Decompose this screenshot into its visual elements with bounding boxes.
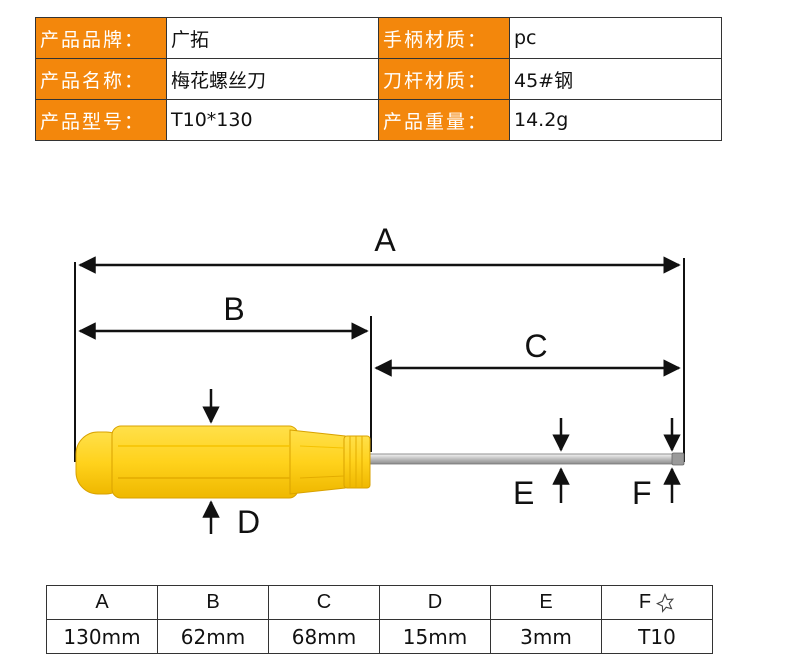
header-d: D [379, 585, 491, 620]
header-e: E [490, 585, 602, 620]
header-c: C [268, 585, 380, 620]
spec-row: 产品品牌： 广拓 手柄材质： pc [35, 17, 722, 59]
screwdriver-shaft [367, 453, 677, 465]
brand-key: 产品品牌： [35, 17, 167, 59]
dimension-b-label: B [223, 291, 244, 327]
dimension-d-label: D [237, 504, 260, 540]
shaft-material-value: 45#钢 [509, 58, 722, 100]
torx-tip [671, 452, 685, 466]
dimension-header-row: A B C D E F [46, 585, 713, 620]
value-e: 3mm [490, 619, 602, 654]
weight-value: 14.2g [509, 99, 722, 141]
model-key: 产品型号： [35, 99, 167, 141]
dimension-table: A B C D E F 130mm 62mm 68mm 15mm 3mm T10 [46, 585, 713, 654]
handle-material-value: pc [509, 17, 722, 59]
dimension-e-label: E [513, 475, 534, 511]
dimension-a-label: A [374, 222, 396, 258]
value-d: 15mm [379, 619, 491, 654]
spec-row: 产品名称： 梅花螺丝刀 刀杆材质： 45#钢 [35, 58, 722, 100]
value-f: T10 [601, 619, 713, 654]
screwdriver-dimension-diagram: A B C D E F [74, 222, 685, 540]
header-f: F [638, 591, 652, 613]
product-name-key: 产品名称： [35, 58, 167, 100]
handle-material-key: 手柄材质： [378, 17, 510, 59]
model-value: T10*130 [166, 99, 379, 141]
screwdriver-handle [75, 425, 371, 499]
brand-value: 广拓 [166, 17, 379, 59]
dimension-c-label: C [524, 328, 547, 364]
header-a: A [46, 585, 158, 620]
weight-key: 产品重量： [378, 99, 510, 141]
torx-star-icon [656, 592, 675, 613]
dimension-value-row: 130mm 62mm 68mm 15mm 3mm T10 [46, 619, 713, 654]
product-name-value: 梅花螺丝刀 [166, 58, 379, 100]
dimension-f-label: F [632, 475, 652, 511]
value-c: 68mm [268, 619, 380, 654]
spec-row: 产品型号： T10*130 产品重量： 14.2g [35, 99, 722, 141]
value-b: 62mm [157, 619, 269, 654]
value-a: 130mm [46, 619, 158, 654]
spec-table: 产品品牌： 广拓 手柄材质： pc 产品名称： 梅花螺丝刀 刀杆材质： 45#钢… [35, 17, 722, 141]
header-f-cell: F [601, 585, 713, 620]
shaft-material-key: 刀杆材质： [378, 58, 510, 100]
header-b: B [157, 585, 269, 620]
